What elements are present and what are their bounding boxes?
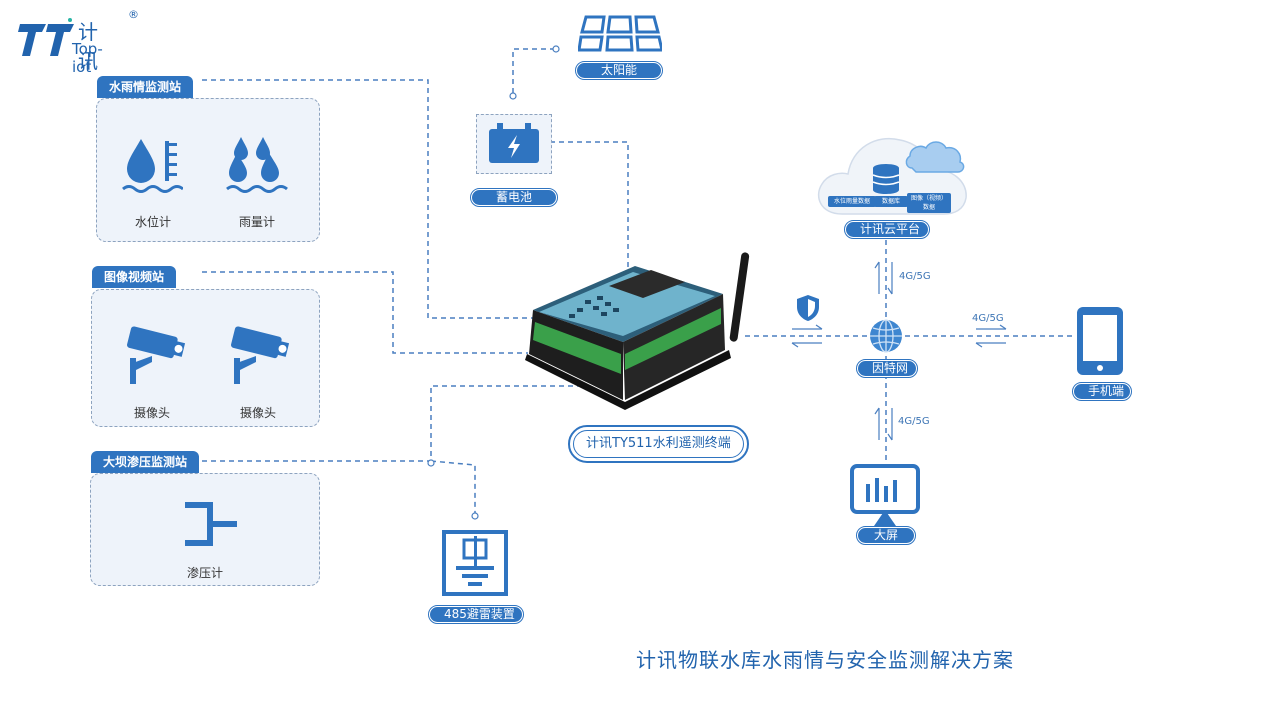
- piezometer-icon: [185, 502, 237, 546]
- large-screen-icon: [850, 464, 920, 526]
- label-internet: 因特网: [856, 359, 918, 378]
- label-terminal: 计讯TY511水利遥测终端: [568, 425, 749, 463]
- device-label-piezometer: 渗压计: [186, 566, 223, 580]
- rain-gauge-icon: [226, 137, 288, 193]
- device-label-camera-2: 摄像头: [239, 406, 276, 420]
- label-cloud: 计讯云平台: [844, 220, 930, 239]
- station-water-rain: 水位计 雨量计: [96, 98, 320, 242]
- station-title-video: 图像视频站: [92, 266, 177, 288]
- label-screen: 大屏: [856, 526, 916, 545]
- label-battery: 蓄电池: [470, 188, 558, 207]
- solar-panel-icon: [578, 15, 662, 52]
- mobile-phone-icon: [1077, 307, 1123, 375]
- logo-en-text: Top-iot: [72, 40, 103, 76]
- device-label-rain-gauge: 雨量计: [238, 215, 275, 229]
- station-title-dam: 大坝渗压监测站: [91, 451, 200, 473]
- internet-globe-icon: [870, 319, 902, 353]
- battery-box: [476, 114, 552, 174]
- station-title-water-rain: 水雨情监测站: [97, 76, 194, 98]
- cloud-chip-database: 数据库: [874, 196, 908, 207]
- station-video: 摄像头 摄像头: [91, 289, 320, 427]
- security-shield-icon: [797, 295, 819, 321]
- label-phone: 手机端: [1072, 382, 1132, 401]
- link-label-screen: 4G/5G: [898, 416, 930, 427]
- station-dam: 渗压计: [90, 473, 320, 586]
- label-solar: 太阳能: [575, 61, 663, 80]
- camera-icon: [127, 326, 186, 384]
- device-label-camera-1: 摄像头: [133, 406, 170, 420]
- ty511-terminal-device: [525, 252, 750, 410]
- logo-registered-mark: ®: [128, 8, 139, 21]
- label-lightning: 485避雷装置: [428, 605, 524, 624]
- battery-icon: [489, 123, 539, 163]
- device-label-water-level: 水位计: [134, 215, 171, 229]
- lightning-protector-icon: [442, 530, 508, 596]
- link-label-cloud: 4G/5G: [899, 271, 931, 282]
- cloud-chip-water-rain: 水位雨量数据: [828, 196, 876, 207]
- link-label-phone: 4G/5G: [972, 313, 1004, 324]
- cloud-chip-image: 图像（视频）数据: [907, 193, 951, 213]
- logo-cn-text: 计讯: [78, 20, 99, 73]
- camera-icon: [231, 326, 290, 384]
- water-level-icon: [122, 139, 183, 193]
- diagram-title: 计讯物联水库水雨情与安全监测解决方案: [636, 648, 1014, 672]
- logo-mark-icon: [18, 18, 74, 56]
